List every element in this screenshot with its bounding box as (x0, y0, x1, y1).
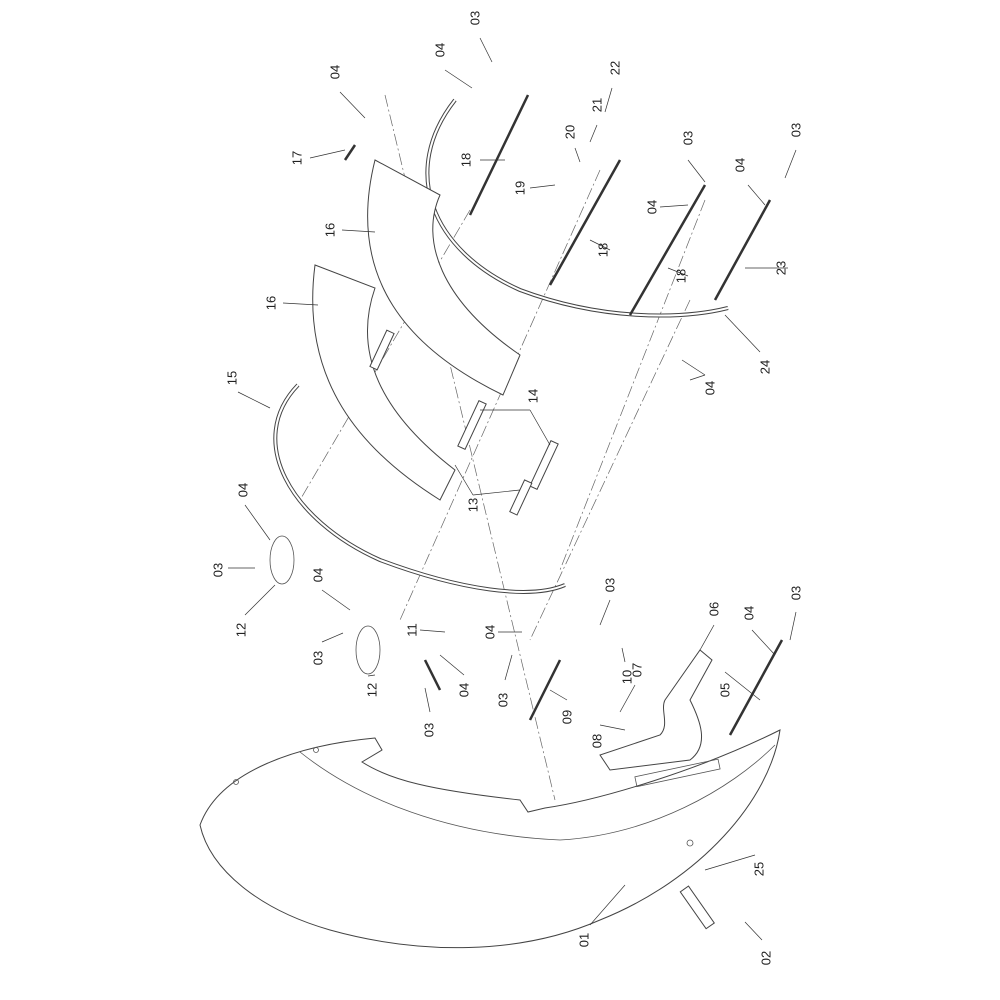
part-label-03: 03 (495, 692, 511, 708)
guard-part-06 (599, 649, 713, 771)
part-label-16: 16 (322, 222, 338, 238)
part-label-04: 04 (456, 682, 472, 698)
ring-part-12 (355, 625, 381, 675)
part-label-02: 02 (758, 950, 774, 966)
part-label-13: 13 (465, 497, 481, 513)
cover-part-01 (199, 729, 781, 949)
rods (343, 94, 784, 736)
part-label-18: 18 (595, 242, 611, 258)
part-label-03: 03 (467, 10, 483, 26)
part-label-01: 01 (576, 932, 592, 948)
part-label-21: 21 (589, 97, 605, 113)
part-label-24: 24 (757, 359, 773, 375)
part-label-06: 06 (706, 601, 722, 617)
plate-part-16-upper (367, 159, 521, 396)
leader-lines (228, 37, 797, 941)
part-label-08: 08 (589, 733, 605, 749)
part-label-11: 11 (404, 623, 420, 637)
part-label-04: 04 (482, 624, 498, 640)
screw-part-02 (679, 885, 715, 930)
part-label-04: 04 (644, 199, 660, 215)
part-label-18: 18 (458, 152, 474, 168)
part-label-12: 12 (364, 682, 380, 698)
part-label-04: 04 (741, 605, 757, 621)
part-label-04: 04 (310, 567, 326, 583)
spacers (369, 329, 559, 516)
part-label-04: 04 (432, 42, 448, 58)
part-label-04: 04 (327, 64, 343, 80)
part-label-16: 16 (263, 295, 279, 311)
frame-arcs (273, 98, 729, 594)
part-label-03: 03 (788, 585, 804, 601)
part-label-19: 19 (512, 180, 528, 196)
ring-part-12 (269, 535, 295, 585)
plate-part-16-lower (312, 264, 456, 501)
part-label-05: 05 (717, 682, 733, 698)
part-label-14: 14 (525, 388, 541, 404)
part-label-25: 25 (751, 861, 767, 877)
part-label-20: 20 (562, 124, 578, 140)
part-label-03: 03 (310, 650, 326, 666)
part-label-04: 04 (702, 380, 718, 396)
part-label-03: 03 (788, 122, 804, 138)
part-label-04: 04 (732, 157, 748, 173)
part-label-03: 03 (602, 577, 618, 593)
part-label-09: 09 (559, 709, 575, 725)
part-label-12: 12 (233, 622, 249, 638)
part-label-07: 07 (629, 662, 645, 678)
part-label-23: 23 (773, 260, 789, 276)
part-label-03: 03 (210, 562, 226, 578)
part-label-03: 03 (421, 722, 437, 738)
part-label-15: 15 (224, 370, 240, 386)
part-label-04: 04 (235, 482, 251, 498)
part-label-03: 03 (680, 130, 696, 146)
part-label-17: 17 (289, 150, 305, 166)
part-label-22: 22 (607, 60, 623, 76)
part-label-18: 18 (673, 268, 689, 284)
